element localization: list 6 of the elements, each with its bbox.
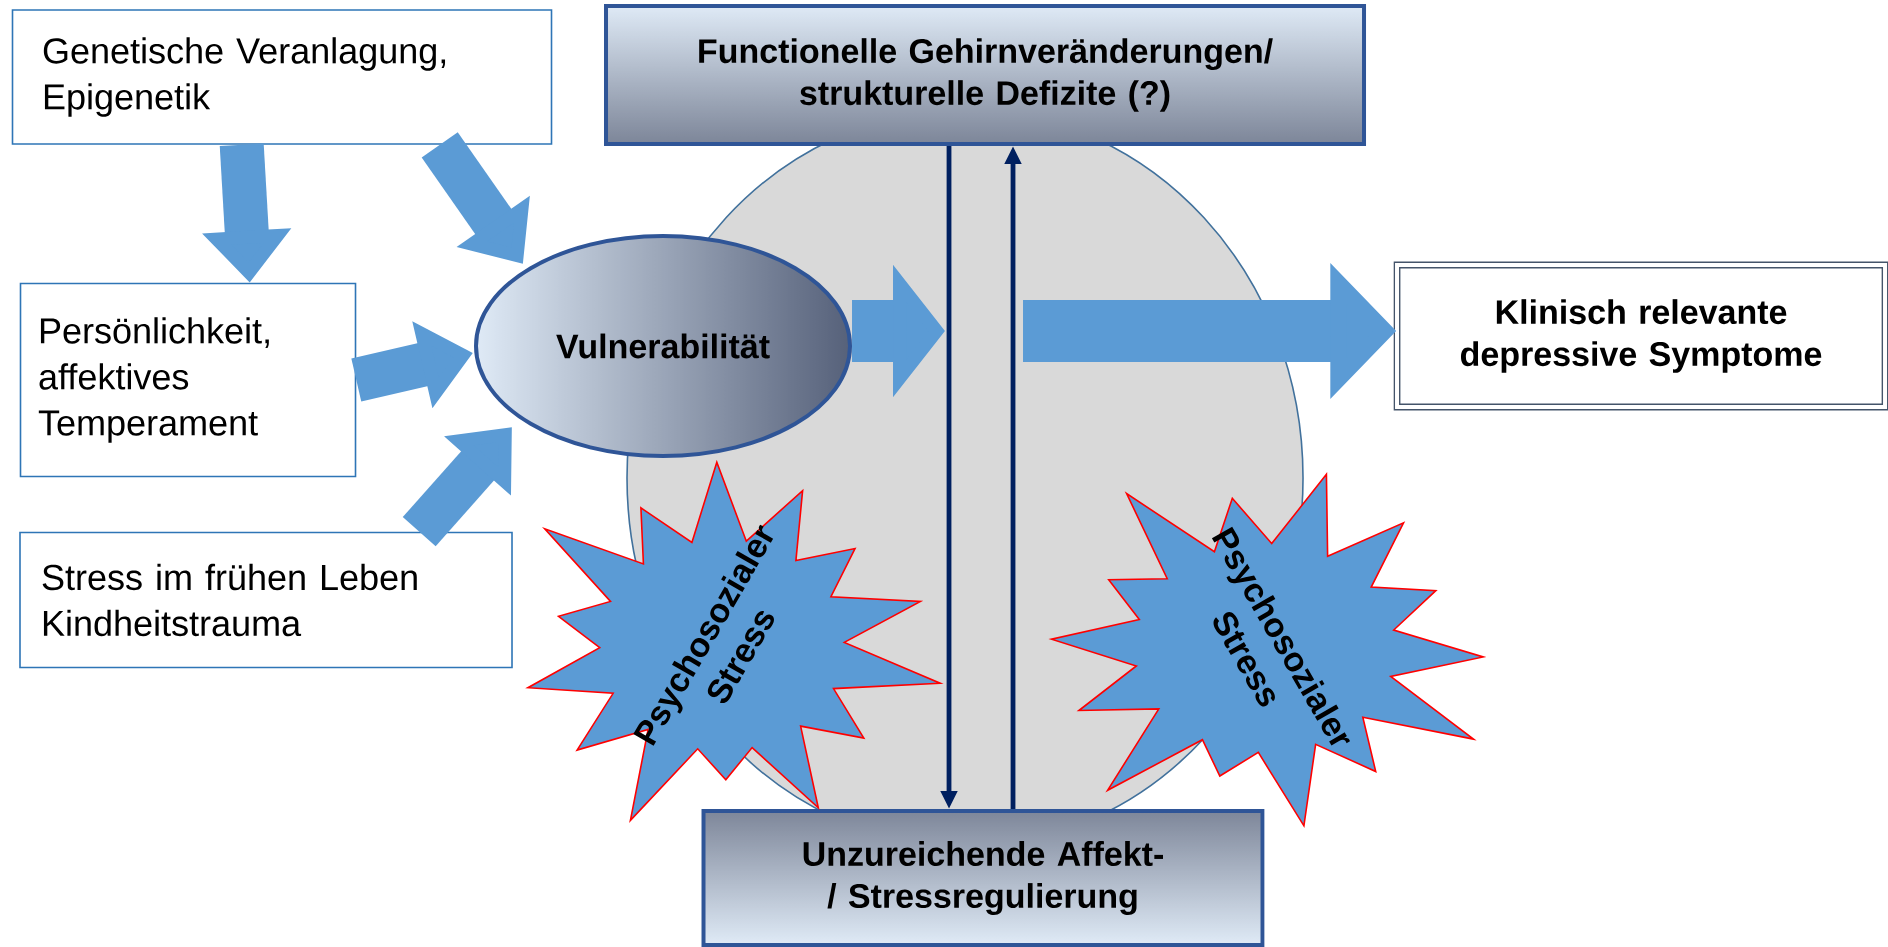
header-box: Functionelle Gehirnveränderungen/ strukturelle Defizite (?) [604,4,1366,146]
footer-box: Unzureichende Affekt-/ Stressregulierung [701,809,1265,947]
text-box: Genetische Veranlagung, Epigenetik [11,9,553,145]
text-box: Stress im frühen Leben Kindheitstrauma [19,531,513,669]
text-box: Persönlichkeit, affektives Temperament [19,282,357,478]
outcome-box: Klinisch relevante depressive Symptome [1393,261,1888,411]
